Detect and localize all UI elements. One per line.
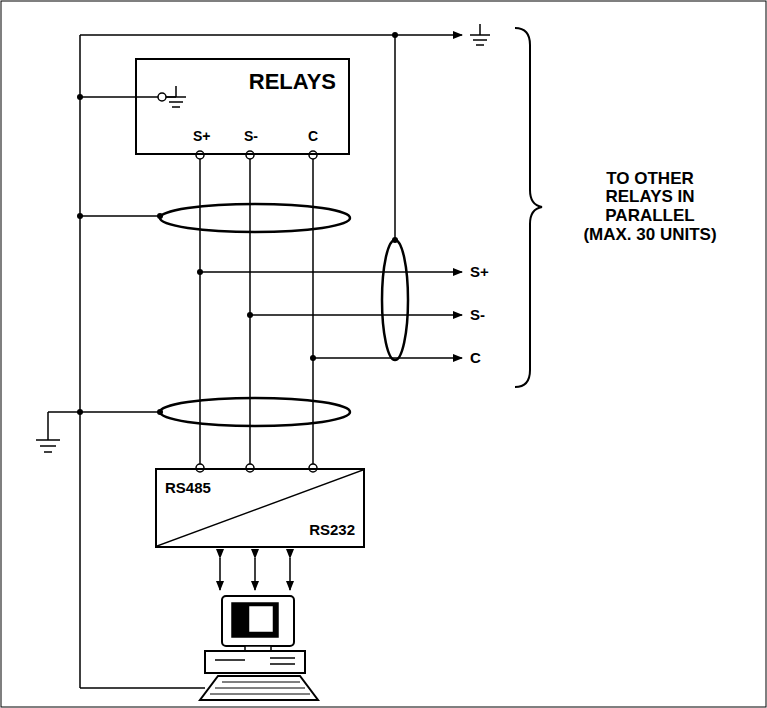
- converter-box: RS485RS232: [155, 468, 365, 548]
- node-label: RS232: [309, 522, 355, 539]
- terminal-name: C: [308, 129, 318, 144]
- signal-name: S-: [470, 307, 485, 324]
- terminal-name: S+: [193, 129, 211, 144]
- signal-name: S+: [470, 264, 489, 281]
- signal-wire: [309, 151, 317, 472]
- signal-wire: [246, 151, 254, 472]
- node-label: RELAYS: [249, 70, 336, 94]
- node-label: RS485: [165, 480, 211, 497]
- terminal-name: S-: [244, 129, 258, 144]
- signal-wire: [196, 151, 204, 472]
- bracket-note: TO OTHER RELAYS IN PARALLEL (MAX. 30 UNI…: [580, 170, 720, 245]
- signal-name: C: [470, 350, 481, 367]
